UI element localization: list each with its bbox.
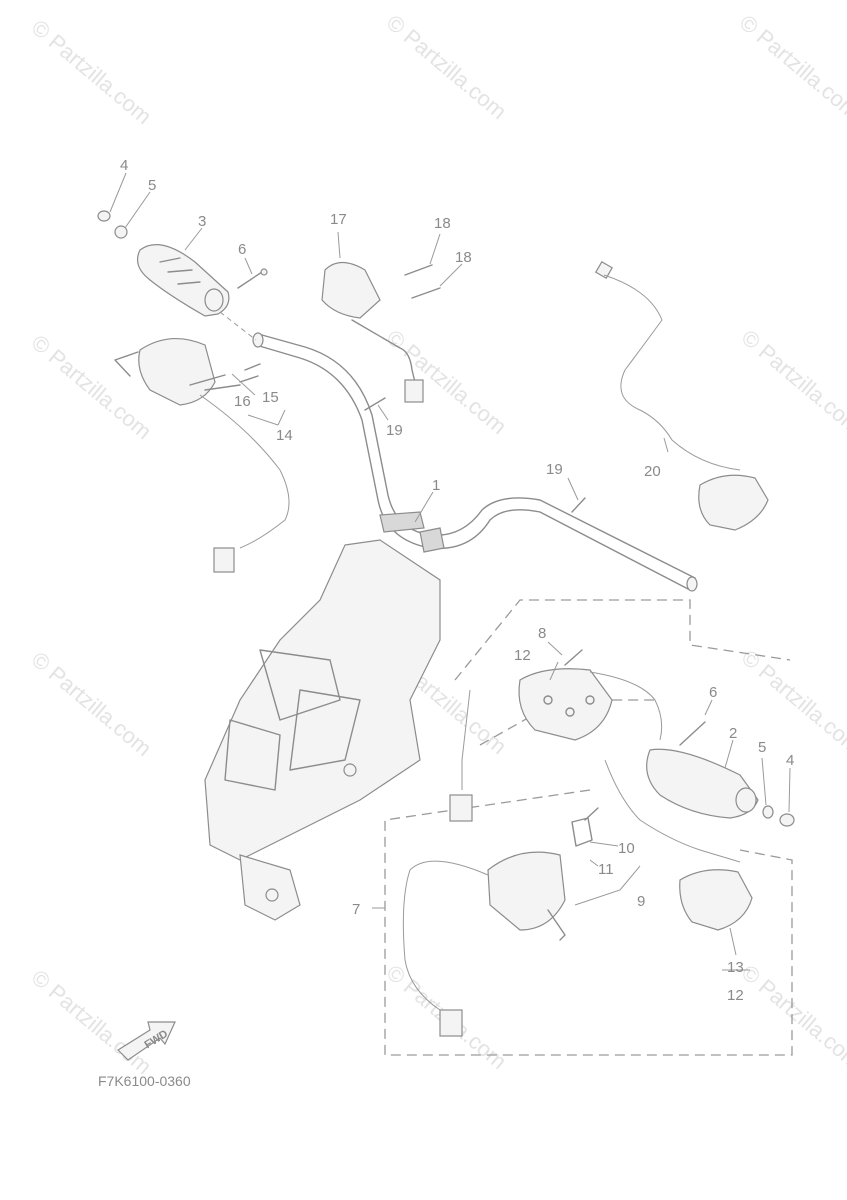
callouts: 1 2 3 4 4 5 5 6 6 7 8 9 10 11 12 13 12 1… — [120, 157, 794, 1004]
watermark: © Partzilla.com — [382, 10, 512, 124]
callout-15: 15 — [262, 389, 279, 406]
bracket-assembly-part — [204, 539, 441, 921]
callout-19: 19 — [546, 461, 563, 478]
callout-11: 11 — [598, 861, 614, 878]
handlebar-part — [252, 332, 698, 592]
callout-12: 12 — [514, 647, 531, 664]
callout-6: 6 — [238, 241, 246, 258]
callout-1: 1 — [432, 477, 440, 494]
diagram-code: F7K6100-0360 — [98, 1073, 191, 1089]
right-grip-part — [604, 721, 795, 863]
watermark: © Partzilla.com — [27, 330, 157, 444]
callout-5: 5 — [758, 739, 766, 756]
callout-8: 8 — [538, 625, 546, 642]
callout-13: 13 — [727, 959, 744, 976]
callout-18: 18 — [455, 249, 472, 266]
callout-16: 16 — [234, 393, 251, 410]
callout-14: 14 — [276, 427, 293, 444]
callout-10: 10 — [618, 840, 635, 857]
callout-19: 19 — [386, 422, 403, 439]
leader-lines — [109, 172, 791, 971]
watermark: © Partzilla.com — [27, 965, 157, 1079]
callout-3: 3 — [198, 213, 206, 230]
callout-2: 2 — [729, 725, 737, 742]
screw-part — [364, 397, 586, 513]
throttle-housing-part — [321, 261, 441, 403]
right-switch-kit-part — [384, 599, 793, 1056]
watermark: © Partzilla.com — [27, 15, 157, 129]
watermark: © Partzilla.com — [27, 647, 157, 761]
watermark: © Partzilla.com — [735, 10, 847, 124]
callout-18: 18 — [434, 215, 451, 232]
sensor-lead-part — [594, 260, 769, 531]
callout-9: 9 — [637, 893, 645, 910]
callout-20: 20 — [644, 463, 661, 480]
watermark: © Partzilla.com — [737, 325, 847, 439]
left-switch-part — [114, 337, 290, 573]
callout-17: 17 — [330, 211, 347, 228]
callout-7: 7 — [352, 901, 360, 918]
callout-12: 12 — [727, 987, 744, 1004]
callout-4: 4 — [786, 752, 794, 769]
watermark: © Partzilla.com — [737, 645, 847, 759]
callout-4: 4 — [120, 157, 128, 174]
callout-5: 5 — [148, 177, 156, 194]
holder-part — [679, 869, 753, 931]
callout-6: 6 — [709, 684, 717, 701]
left-grip-part — [97, 210, 268, 341]
